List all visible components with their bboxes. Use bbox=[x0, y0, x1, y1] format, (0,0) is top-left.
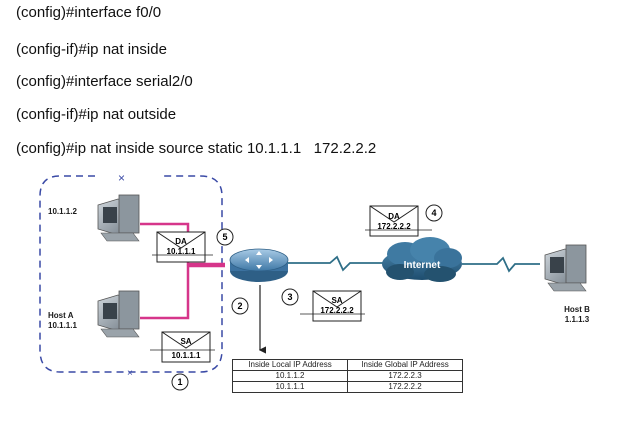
nat-translation-table: Inside Local IP Address Inside Global IP… bbox=[232, 359, 463, 393]
table-cell: 172.2.2.3 bbox=[347, 370, 463, 382]
host-a-ip: 10.1.1.1 bbox=[48, 321, 77, 330]
packet-envelope-4: DA 172.2.2.2 bbox=[365, 205, 432, 237]
step-2-circle bbox=[231, 297, 249, 315]
host-top-ip: 10.1.1.2 bbox=[48, 207, 77, 216]
packet-3-field: SA bbox=[331, 296, 342, 305]
command-line-4: (config-if)#ip nat outside bbox=[16, 106, 177, 123]
command-line-2: (config-if)#ip nat inside bbox=[16, 41, 167, 58]
inside-network-boundary: × × bbox=[39, 171, 223, 379]
packet-1-field: SA bbox=[180, 337, 191, 346]
packet-1-address: 10.1.1.1 bbox=[172, 351, 201, 360]
table-header-inside-local: Inside Local IP Address bbox=[232, 359, 348, 371]
packet-5-address: 10.1.1.1 bbox=[167, 247, 196, 256]
router-icon bbox=[229, 248, 289, 282]
table-row: 10.1.1.2 172.2.2.3 bbox=[232, 370, 463, 382]
command-line-5: (config)#ip nat inside source static 10.… bbox=[16, 140, 377, 157]
packet-envelope-5: DA 10.1.1.1 bbox=[152, 231, 213, 263]
host-a-name: Host A bbox=[48, 311, 74, 320]
host-b-ip: 1.1.1.3 bbox=[565, 315, 590, 324]
step-2-number: 2 bbox=[237, 301, 242, 311]
step-3-circle bbox=[281, 288, 299, 306]
step-5-circle bbox=[216, 228, 234, 246]
packet-4-address: 172.2.2.2 bbox=[377, 222, 411, 231]
step-4-number: 4 bbox=[431, 208, 436, 218]
boundary-cross-bottom: × bbox=[127, 368, 133, 379]
table-cell: 10.1.1.2 bbox=[232, 370, 348, 382]
internet-cloud-icon bbox=[382, 237, 462, 282]
internet-label: Internet bbox=[404, 260, 441, 271]
table-cell: 10.1.1.1 bbox=[232, 381, 348, 393]
step-5-number: 5 bbox=[222, 232, 227, 242]
table-header-row: Inside Local IP Address Inside Global IP… bbox=[232, 359, 463, 371]
pc-icon-top bbox=[97, 194, 140, 242]
step-4-circle bbox=[425, 204, 443, 222]
step-3-number: 3 bbox=[287, 292, 292, 302]
packet-3-address: 172.2.2.2 bbox=[320, 306, 354, 315]
host-b-name: Host B bbox=[564, 305, 590, 314]
packet-5-field: DA bbox=[175, 237, 187, 246]
packet-envelope-1: SA 10.1.1.1 bbox=[150, 331, 215, 363]
packet-envelope-3: SA 172.2.2.2 bbox=[300, 290, 365, 322]
outside-links bbox=[288, 255, 540, 273]
command-line-3: (config)#interface serial2/0 bbox=[16, 73, 193, 90]
pc-icon-host-a bbox=[97, 290, 140, 338]
step-1-circle bbox=[171, 373, 189, 391]
table-header-inside-global: Inside Global IP Address bbox=[347, 359, 463, 371]
step-1-number: 1 bbox=[177, 377, 182, 387]
command-line-1: (config)#interface f0/0 bbox=[16, 4, 162, 21]
pc-icon-host-b bbox=[544, 244, 587, 292]
table-row: 10.1.1.1 172.2.2.2 bbox=[232, 381, 463, 393]
table-cell: 172.2.2.2 bbox=[347, 381, 463, 393]
packet-4-field: DA bbox=[388, 212, 400, 221]
boundary-cross-top: × bbox=[118, 171, 125, 185]
